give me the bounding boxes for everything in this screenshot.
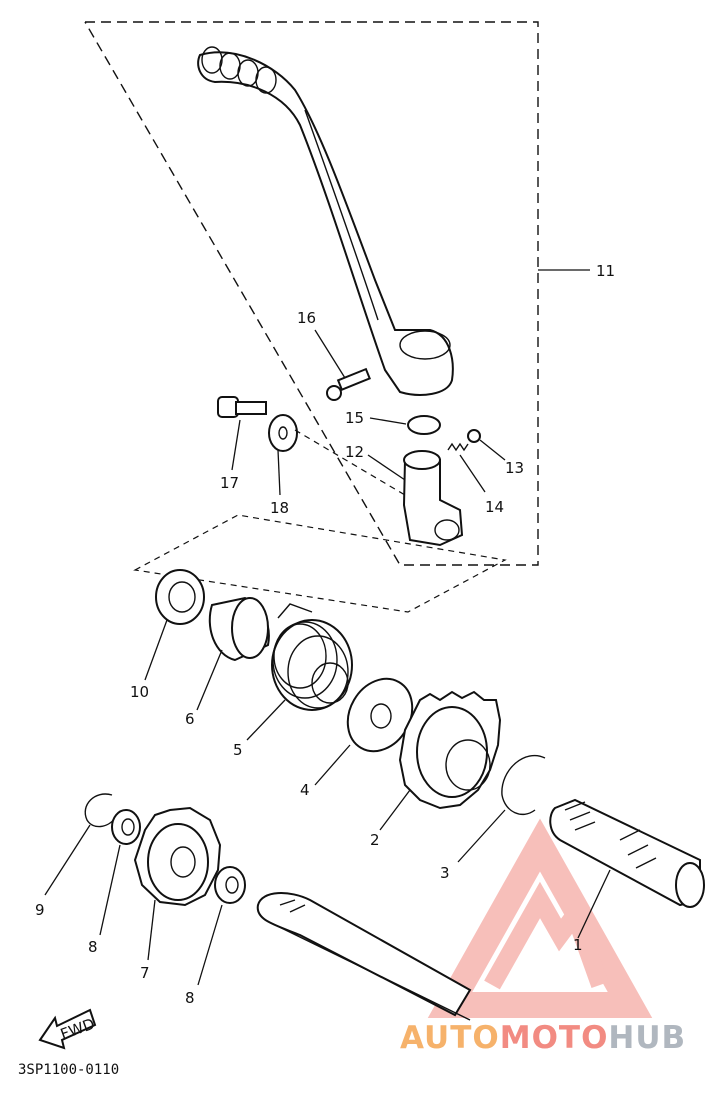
callout-12: 12 [345, 443, 364, 461]
circlip-9 [44, 793, 116, 896]
washer-4 [314, 677, 414, 786]
callout-6: 6 [185, 710, 195, 728]
callout-10: 10 [130, 683, 149, 701]
callout-13: 13 [505, 459, 524, 477]
bolt-16 [314, 329, 371, 401]
ball-and-spring-13-14 [447, 429, 506, 493]
diagram-code-label: 3SP1100-0110 [18, 1062, 120, 1078]
washer-18 [268, 414, 406, 496]
alignment-lines [133, 514, 507, 613]
watermark-part-hub: HUB [608, 1020, 687, 1056]
assembly-11-outline [84, 21, 590, 566]
callout-8-lower: 8 [185, 989, 195, 1007]
callout-2: 2 [370, 831, 380, 849]
fwd-label: FWD [58, 1015, 97, 1044]
callout-15: 15 [345, 409, 364, 427]
spring-5 [246, 603, 353, 741]
callout-16: 16 [297, 309, 316, 327]
callout-7: 7 [140, 964, 150, 982]
o-ring-15 [369, 415, 441, 435]
washer-8-upper [99, 809, 141, 936]
bolt-17 [217, 396, 267, 471]
watermark-part-moto: MOTO [499, 1020, 609, 1056]
callout-9: 9 [35, 901, 45, 919]
callout-5: 5 [233, 741, 243, 759]
watermark-text: AUTOMOTOHUB [400, 1020, 686, 1056]
kick-axle-1 [549, 798, 705, 939]
callout-3: 3 [440, 864, 450, 882]
callout-18: 18 [270, 499, 289, 517]
callout-17: 17 [220, 474, 239, 492]
kick-gear-2 [379, 690, 502, 831]
callout-8-upper: 8 [88, 938, 98, 956]
callout-14: 14 [485, 498, 504, 516]
watermark-logo-icon [427, 818, 653, 1018]
circlip-3 [457, 755, 546, 863]
fwd-arrow-icon [38, 1008, 97, 1050]
washer-8-lower [197, 866, 246, 986]
lower-shaft [256, 892, 472, 1021]
kick-boss-12 [367, 450, 464, 547]
gear-7 [133, 806, 222, 961]
callout-11: 11 [596, 262, 615, 280]
callout-1: 1 [573, 936, 583, 954]
kick-lever-arm [197, 46, 454, 396]
oil-seal-10 [144, 569, 205, 681]
watermark-part-auto: AUTO [400, 1020, 500, 1056]
callout-4: 4 [300, 781, 310, 799]
collar-6 [196, 596, 270, 711]
